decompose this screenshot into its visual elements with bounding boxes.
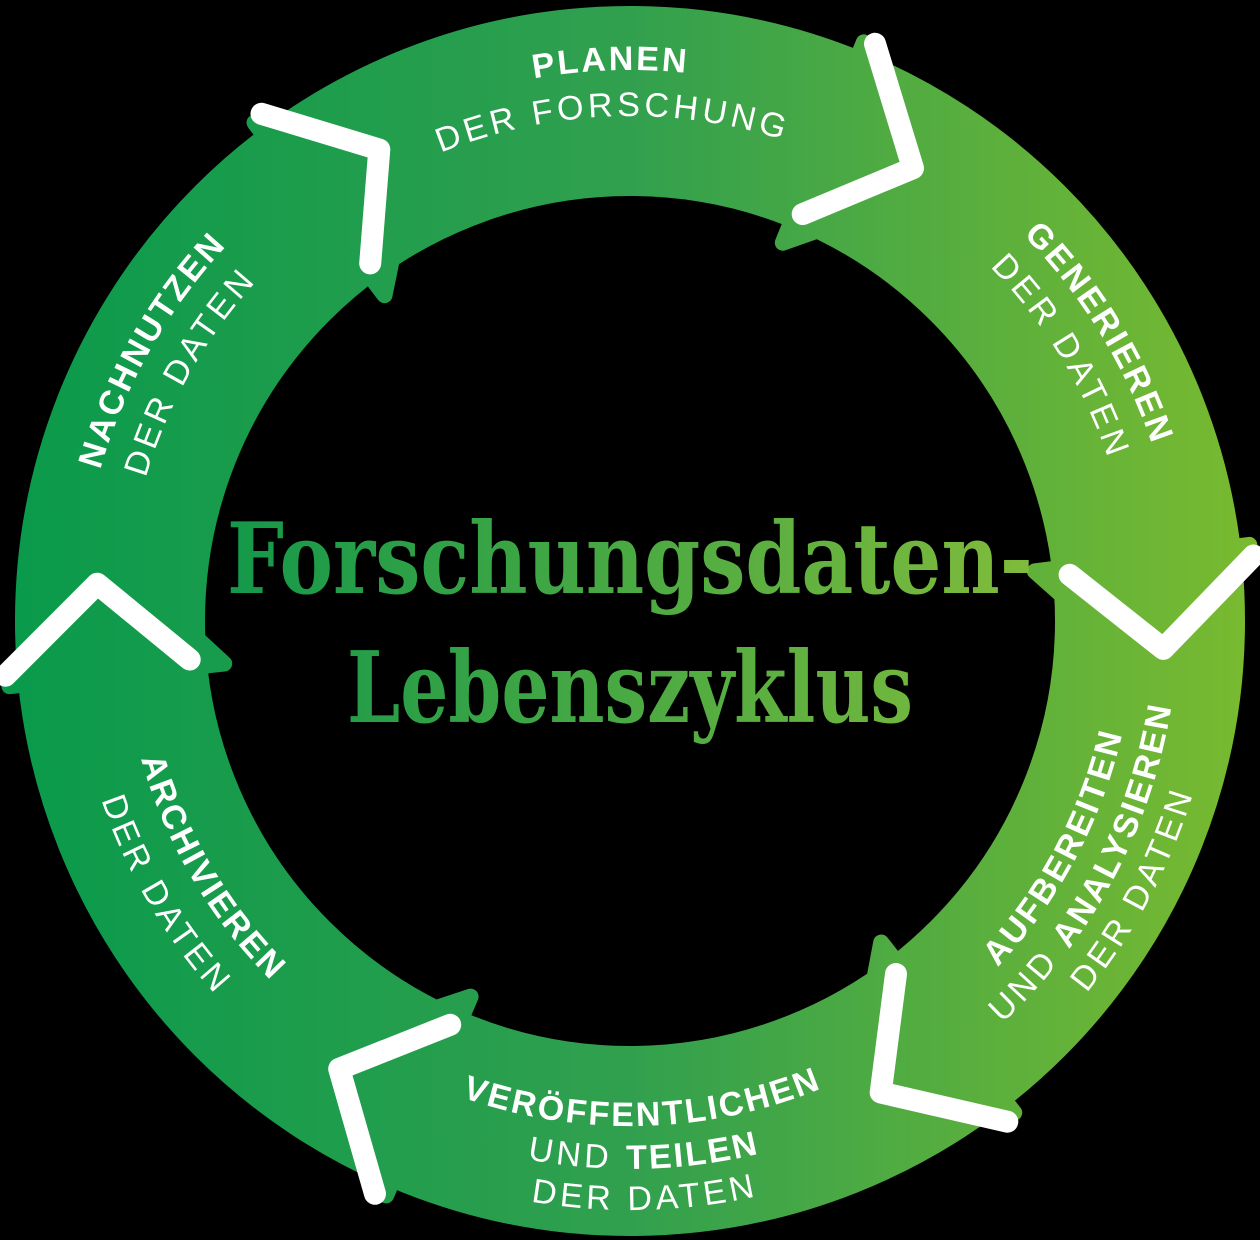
title-line1: Forschungsdaten- <box>227 502 1033 617</box>
chevron-icon-generieren <box>1058 544 1260 660</box>
chevron-icon-veroeffentlichen <box>328 1013 462 1205</box>
chevron-icon-aufbereiten <box>869 963 1019 1133</box>
arrow-chevrons <box>0 32 1260 1205</box>
chevron-icon-nachnutzen <box>250 102 391 275</box>
chevron-icon-archivieren <box>0 572 201 687</box>
chevron-icon-planen <box>791 32 924 226</box>
center-title: Forschungsdaten- Lebenszyklus <box>227 502 1033 746</box>
title-line2: Lebenszyklus <box>347 631 913 746</box>
